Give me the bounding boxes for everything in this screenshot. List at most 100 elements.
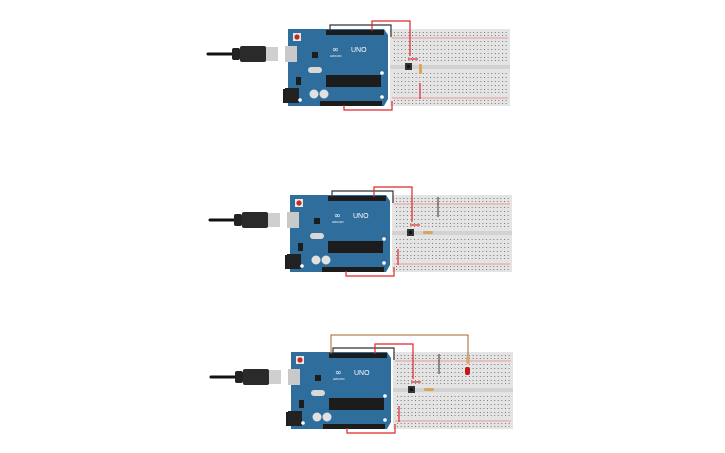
breadboard-hole xyxy=(464,207,466,208)
breadboard-hole xyxy=(394,89,395,90)
breadboard-hole xyxy=(490,396,492,397)
led-resistor[interactable] xyxy=(466,356,470,364)
reset-button[interactable] xyxy=(294,34,300,40)
breadboard-hole xyxy=(479,376,481,377)
breadboard-hole xyxy=(399,223,401,224)
push-button-cap[interactable] xyxy=(406,64,411,69)
breadboard-hole xyxy=(483,364,485,365)
breadboard-hole xyxy=(494,53,496,54)
breadboard-hole xyxy=(432,269,433,270)
breadboard-hole xyxy=(473,100,475,101)
breadboard-hole xyxy=(491,45,493,46)
ground-wire[interactable] xyxy=(331,190,394,203)
breadboard-hole xyxy=(418,408,420,409)
breadboard-hole xyxy=(505,368,506,369)
breadboard-hole xyxy=(451,364,452,365)
breadboard-hole xyxy=(439,243,441,244)
breadboard-hole xyxy=(490,404,492,405)
reset-button[interactable] xyxy=(297,357,303,363)
breadboard-hole xyxy=(507,226,509,227)
breadboard-hole xyxy=(415,368,416,369)
breadboard-hole xyxy=(455,32,457,33)
breadboard-hole xyxy=(404,423,406,424)
breadboard-hole xyxy=(428,269,430,270)
breadboard-hole xyxy=(446,215,448,216)
breadboard-hole xyxy=(487,60,489,61)
ground-wire[interactable] xyxy=(332,347,395,360)
breadboard-hole xyxy=(473,73,475,74)
push-button-cap[interactable] xyxy=(408,230,413,235)
breadboard-hole xyxy=(487,355,488,356)
resistor[interactable] xyxy=(424,388,434,391)
arduino-uno-board[interactable] xyxy=(290,195,390,272)
bottom-power-wire[interactable] xyxy=(343,101,393,111)
breadboard-hole xyxy=(401,32,403,33)
breadboard-hole xyxy=(419,100,421,101)
breadboard-hole xyxy=(484,57,485,58)
red-led[interactable] xyxy=(465,367,470,375)
led-signal-wire[interactable] xyxy=(330,334,469,356)
breadboard-hole xyxy=(400,404,402,405)
breadboard-hole xyxy=(473,32,475,33)
power-wire[interactable] xyxy=(371,20,411,56)
breadboard-hole xyxy=(433,41,435,42)
power-wire[interactable] xyxy=(373,186,413,222)
breadboard-hole xyxy=(469,404,470,405)
breadboard-hole xyxy=(419,81,421,82)
breadboard-hole xyxy=(475,223,477,224)
bottom-power-wire[interactable] xyxy=(345,267,395,277)
breadboard-hole xyxy=(490,383,492,384)
breadboard-hole xyxy=(422,415,424,416)
breadboard-hole xyxy=(428,201,430,202)
breadboard-hole xyxy=(421,266,423,267)
breadboard-hole xyxy=(403,239,405,240)
breadboard-hole xyxy=(498,73,500,74)
breadboard-hole xyxy=(397,100,399,101)
breadboard-hole xyxy=(429,415,431,416)
breadboard-hole xyxy=(501,400,503,401)
breadboard-hole xyxy=(403,269,405,270)
breadboard-hole xyxy=(403,219,405,220)
breadboard-hole xyxy=(442,207,444,208)
breadboard-hole xyxy=(417,219,419,220)
breadboard-hole xyxy=(494,426,496,427)
breadboard-hole xyxy=(482,226,484,227)
breadboard-hole xyxy=(486,251,487,252)
breadboard-hole xyxy=(410,258,412,259)
breadboard-hole xyxy=(421,239,423,240)
breadboard-hole xyxy=(418,358,420,359)
arduino-uno-board[interactable] xyxy=(288,29,388,106)
breadboard-hole xyxy=(399,211,401,212)
resistor[interactable] xyxy=(419,64,422,74)
breadboard-hole xyxy=(472,415,474,416)
breadboard-hole xyxy=(455,81,457,82)
breadboard-hole xyxy=(437,49,439,50)
arduino-uno-board[interactable] xyxy=(291,352,391,429)
breadboard-hole xyxy=(454,355,456,356)
breadboard-hole xyxy=(440,49,442,50)
ground-wire[interactable] xyxy=(329,24,392,37)
breadboard-hole xyxy=(450,198,451,199)
power-wire[interactable] xyxy=(374,343,414,379)
breadboard-hole xyxy=(471,247,473,248)
breadboard-hole xyxy=(460,223,462,224)
breadboard-hole xyxy=(494,412,496,413)
analog-power-header xyxy=(322,267,384,272)
breadboard-hole xyxy=(486,207,487,208)
breadboard-hole xyxy=(424,243,426,244)
breadboard-hole xyxy=(442,258,444,259)
breadboard-hole xyxy=(401,103,403,104)
reset-button[interactable] xyxy=(296,200,302,206)
push-button-cap[interactable] xyxy=(409,387,414,392)
breadboard-hole xyxy=(505,426,506,427)
breadboard-hole xyxy=(415,404,416,405)
breadboard-hole xyxy=(396,215,397,216)
digital-header xyxy=(326,30,384,35)
breadboard-hole xyxy=(403,255,405,256)
breadboard-hole xyxy=(487,408,488,409)
resistor[interactable] xyxy=(423,231,433,234)
bottom-power-wire[interactable] xyxy=(346,424,396,434)
